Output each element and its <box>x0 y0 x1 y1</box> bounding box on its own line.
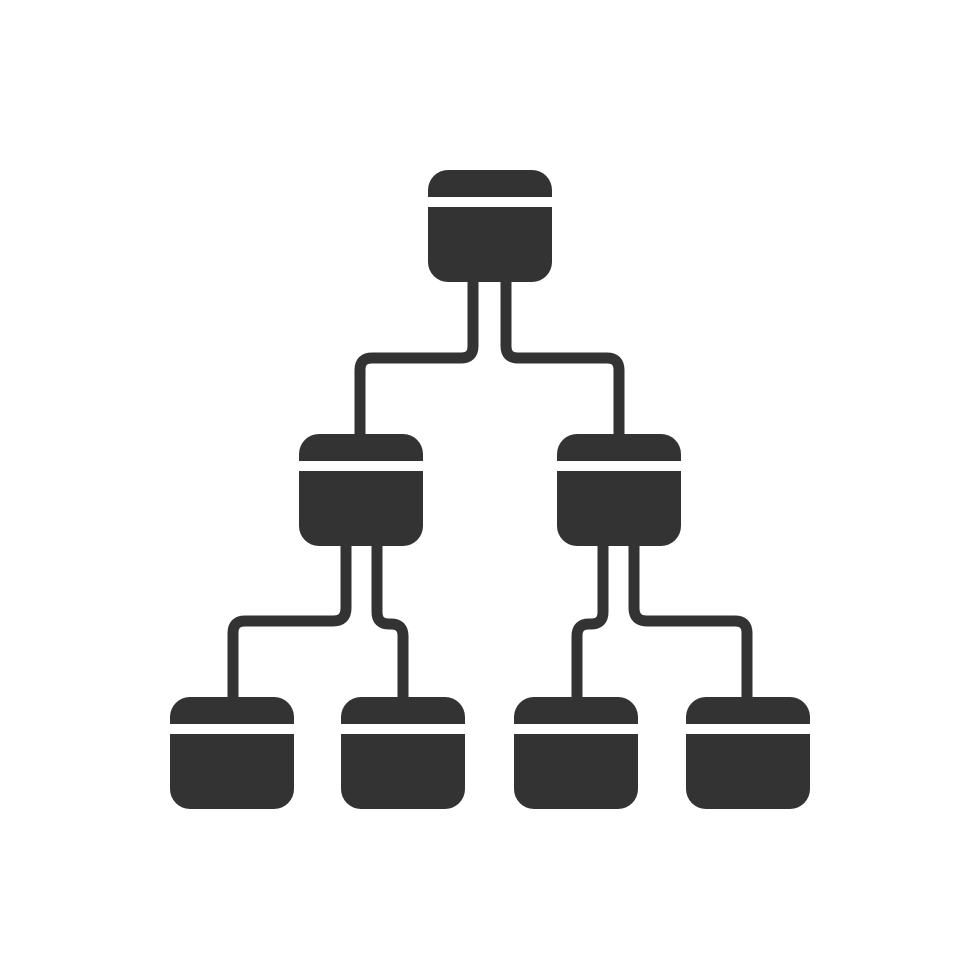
tree-node-leaf-4 <box>685 697 811 809</box>
tree-node-root <box>427 170 553 282</box>
connector-line <box>354 282 479 434</box>
node-header-divider <box>685 724 811 734</box>
node-box <box>428 170 552 282</box>
tree-nodes <box>169 170 811 809</box>
node-header-divider <box>340 724 466 734</box>
node-box <box>299 434 423 546</box>
node-box <box>557 434 681 546</box>
connector-line <box>227 546 352 697</box>
connector-lines <box>227 282 753 697</box>
connector-line <box>571 546 609 697</box>
node-header-divider <box>556 461 682 471</box>
node-header-divider <box>513 724 639 734</box>
tree-node-leaf-3 <box>513 697 639 809</box>
tree-node-leaf-2 <box>340 697 466 809</box>
connector-line <box>500 282 625 434</box>
node-box <box>341 697 465 809</box>
node-box <box>514 697 638 809</box>
connector-line <box>371 546 409 697</box>
connector-line <box>628 546 753 697</box>
node-header-divider <box>169 724 295 734</box>
tree-node-child-right <box>556 434 682 546</box>
tree-node-leaf-1 <box>169 697 295 809</box>
tree-node-child-left <box>298 434 424 546</box>
node-header-divider <box>298 461 424 471</box>
node-box <box>686 697 810 809</box>
node-header-divider <box>427 197 553 207</box>
node-box <box>170 697 294 809</box>
